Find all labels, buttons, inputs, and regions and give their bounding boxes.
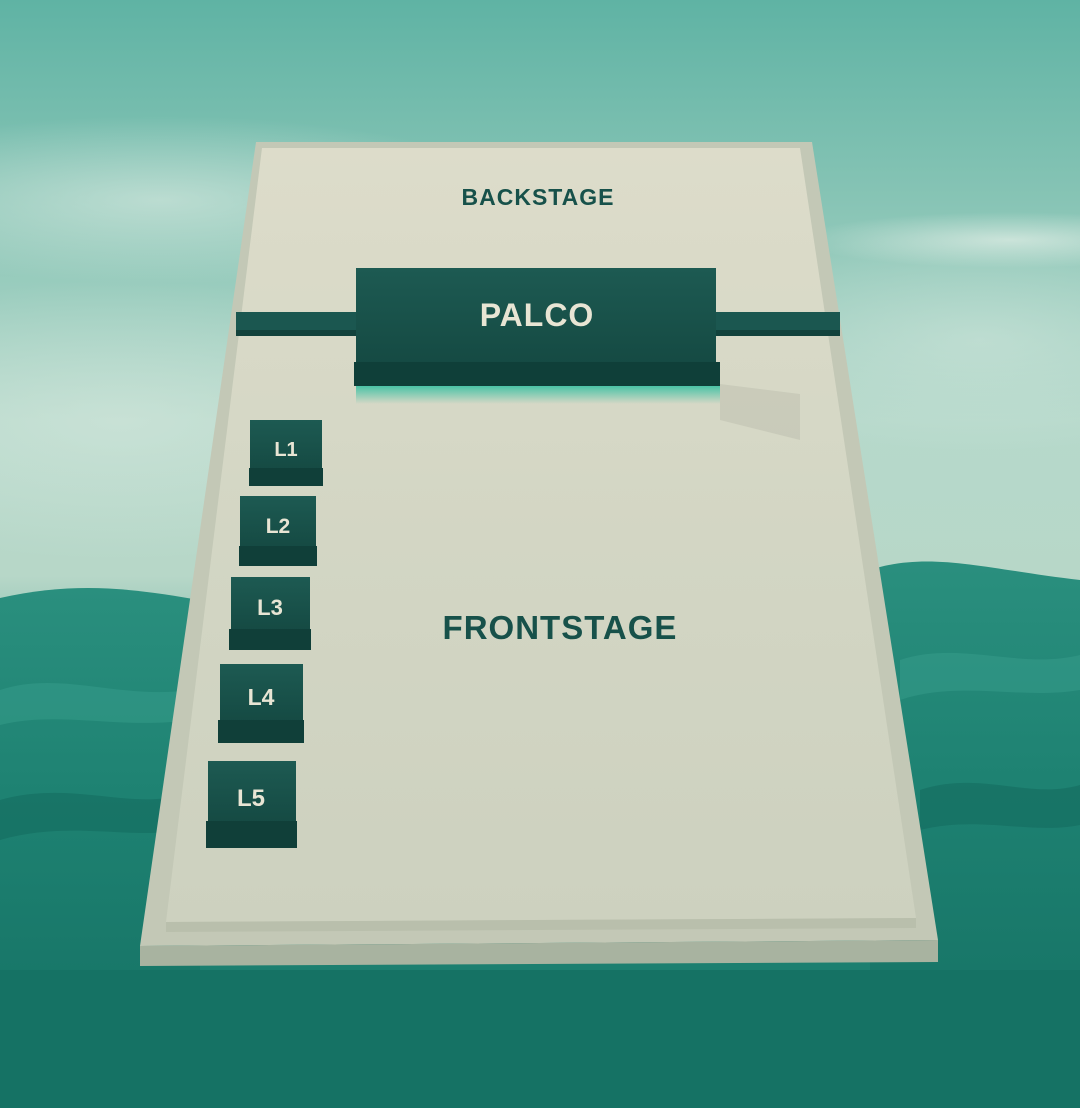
board-top-edge — [166, 918, 916, 932]
box-label: L1 — [274, 439, 297, 461]
box-label: L5 — [237, 785, 265, 812]
box-l4[interactable]: L4 — [218, 664, 304, 743]
backstage-label: BACKSTAGE — [462, 184, 615, 210]
board-top — [166, 148, 916, 922]
stage-shadow — [720, 384, 800, 440]
box-label: L4 — [248, 684, 275, 710]
stage-label: PALCO — [480, 297, 595, 333]
box-l1[interactable]: L1 — [249, 420, 323, 486]
box-l3[interactable]: L3 — [229, 577, 311, 650]
board-base-edge — [140, 940, 938, 966]
box-label: L3 — [257, 595, 283, 620]
box-l2[interactable]: L2 — [239, 496, 317, 566]
stage-block[interactable]: PALCO — [354, 268, 720, 386]
box-label: L2 — [266, 515, 291, 538]
box-l5[interactable]: L5 — [206, 761, 297, 848]
frontstage-label: FRONTSTAGE — [443, 609, 678, 646]
sea-background — [0, 561, 1080, 1108]
stage-glow — [356, 386, 720, 404]
